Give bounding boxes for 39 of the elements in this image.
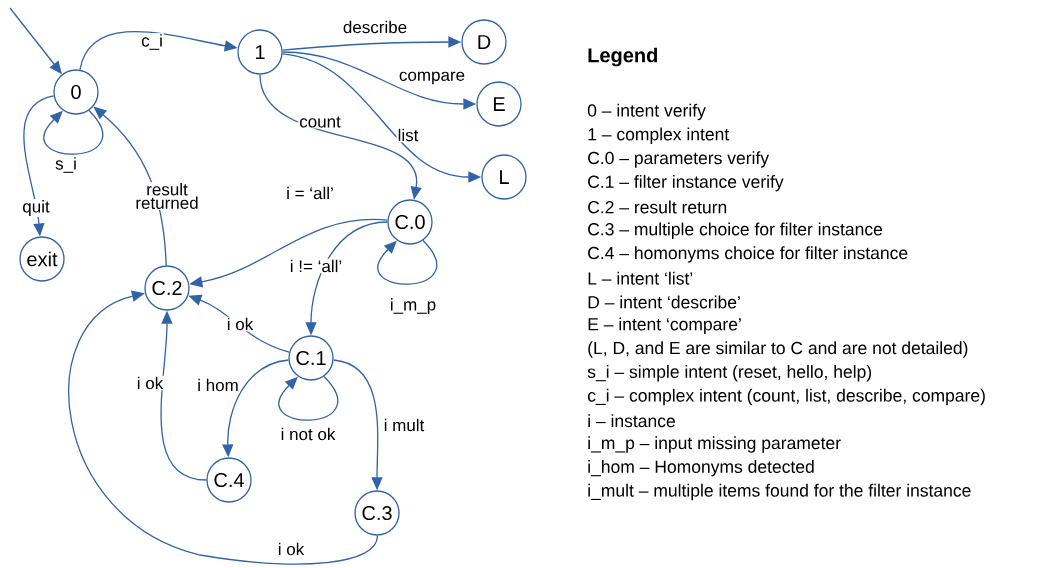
legend-entry: C.1 – filter instance verify — [588, 175, 784, 192]
edge-label: describe — [341, 19, 409, 35]
legend-entry: c_i – complex intent (count, list, describe, compare) — [587, 388, 985, 406]
edge-label: i mult — [382, 417, 426, 433]
arrow — [377, 239, 438, 285]
edge-label: s_i — [54, 156, 78, 174]
edge-label: result returned — [131, 182, 203, 210]
edge-label: count — [298, 115, 342, 129]
arrow — [43, 109, 104, 155]
edge-label: c_i — [140, 33, 164, 51]
edge-label: i = ‘all’ — [285, 185, 335, 201]
legend-entry: D – intent ‘describe’ — [588, 295, 740, 309]
edge-label: quit — [21, 199, 51, 217]
edge-label: compare — [397, 70, 467, 86]
legend-entry: i_hom – Homonyms detected — [588, 460, 814, 477]
edge-label: i ok — [276, 541, 306, 557]
edge-label: i hom — [196, 377, 240, 393]
edge-label: i ok — [135, 375, 165, 391]
legend-entry: C.2 – result return — [588, 200, 727, 214]
legend-entry: (L, D, and E are similar to C and are not detailed) — [588, 341, 968, 358]
legend-entry: C.4 – homonyms choice for filter instance — [588, 246, 908, 263]
edge-label: i != ‘all’ — [288, 258, 344, 274]
legend-entry: i_m_p – input missing parameter — [588, 436, 841, 453]
arrow — [68, 290, 379, 565]
edge-label: i not ok — [279, 426, 337, 442]
legend-entry: E – intent ‘compare’ — [588, 317, 741, 334]
edge-label: i_m_p — [388, 297, 438, 315]
legend-entry: C.3 – multiple choice for filter instance — [588, 222, 883, 239]
legend-entry: L – intent ‘list’ — [588, 271, 693, 285]
legend-entry: 0 – intent verify — [587, 103, 706, 121]
legend-title: Legend — [588, 47, 657, 67]
legend-entry: i – instance — [588, 414, 675, 428]
legend-entry: s_i – simple intent (reset, hello, help) — [587, 365, 872, 382]
legend-entry: i_mult – multiple items found for the filter instance — [588, 483, 971, 501]
legend-entry: 1 – complex intent — [588, 127, 730, 144]
legend-entry: C.0 – parameters verify — [588, 151, 769, 168]
edge-label: i ok — [225, 316, 255, 332]
edge-label: list — [396, 127, 420, 143]
arrow — [278, 375, 339, 421]
